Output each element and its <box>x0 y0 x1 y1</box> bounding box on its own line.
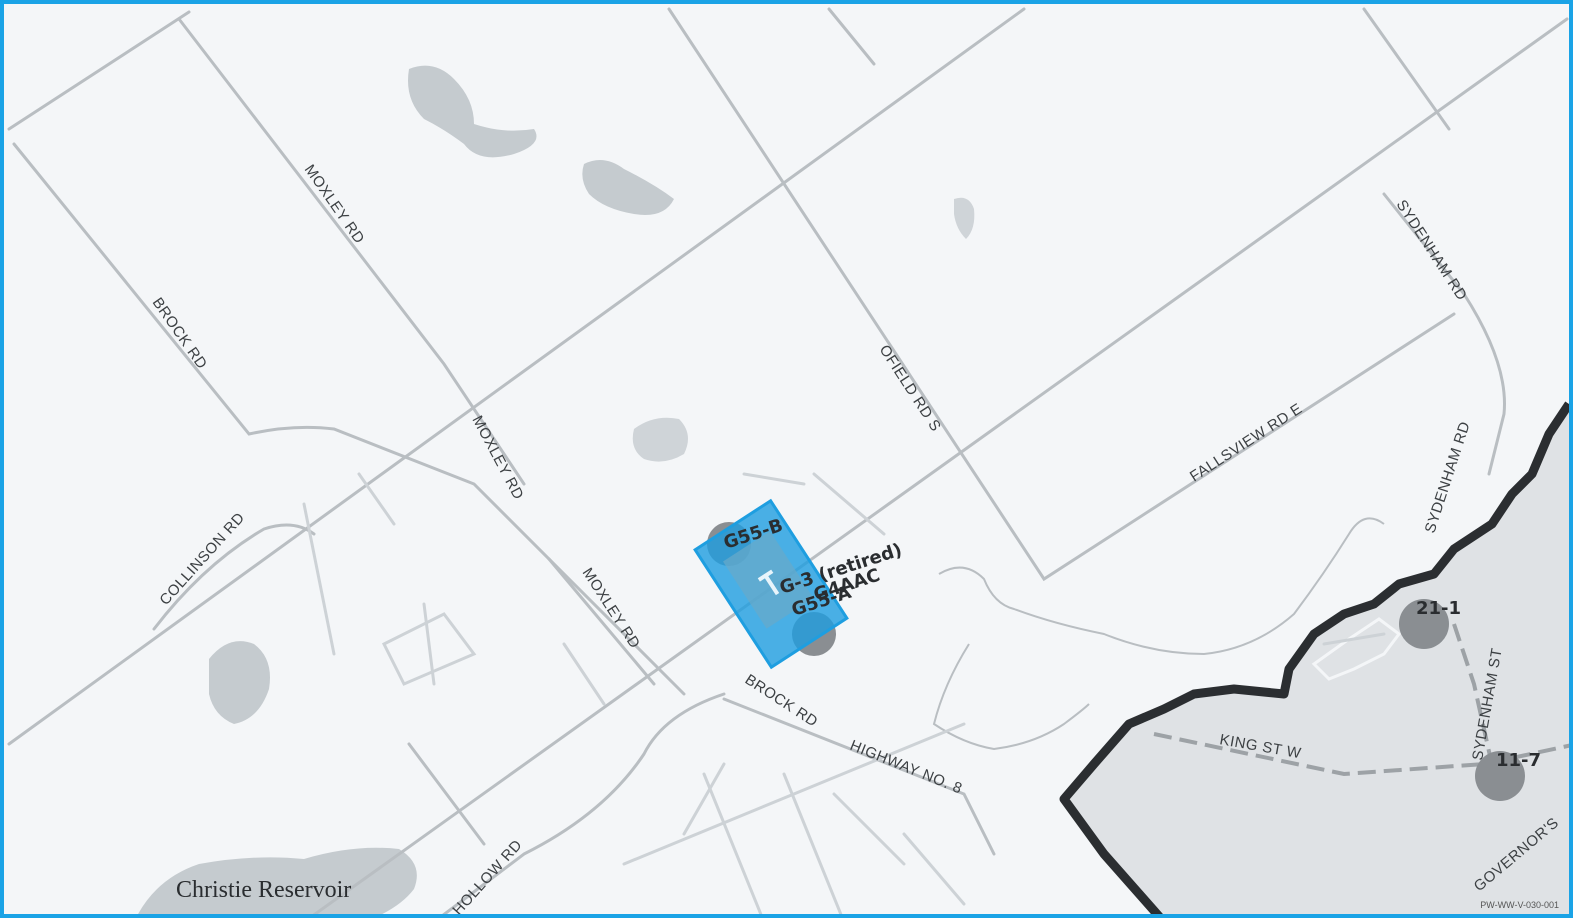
creek-outline-2 <box>932 643 1090 751</box>
road-label-brock-top: BROCK RD <box>149 295 211 373</box>
road-sydenham <box>1362 7 1506 476</box>
marker-label-11-7: 11-7 <box>1496 750 1541 771</box>
minor-street <box>682 762 726 836</box>
minor-street <box>1322 632 1386 646</box>
map-canvas[interactable]: MOXLEY RD BROCK RD MOXLEY RD OFIELD RD S… <box>4 4 1573 918</box>
road-label-sydenham-mid: SYDENHAM RD <box>1422 419 1474 535</box>
road-label-sydenham-top: SYDENHAM RD <box>1393 197 1471 304</box>
pond-small-2 <box>632 417 688 462</box>
urban-boundary-line <box>1059 401 1569 914</box>
road-diagonal-ne-1 <box>7 10 191 131</box>
road-north-short <box>827 7 876 66</box>
road-label-fallsview: FALLSVIEW RD E <box>1187 400 1306 485</box>
urban-area <box>1064 404 1569 914</box>
road-label-highway8: HIGHWAY NO. 8 <box>848 737 965 798</box>
station-marker-21-1[interactable] <box>1399 599 1449 649</box>
road-moxley-lower <box>547 557 656 686</box>
minor-street <box>357 472 396 526</box>
road-sydenham-st <box>1452 623 1496 775</box>
pond-small-1 <box>954 197 975 239</box>
marker-label-21-1: 21-1 <box>1416 598 1461 619</box>
road-ofield <box>667 7 1456 582</box>
map-code: PW-WW-V-030-001 <box>1480 900 1559 910</box>
creek-outline <box>938 517 1385 656</box>
road-diagonal-ne-3 <box>312 17 1569 914</box>
minor-street <box>832 792 906 866</box>
road-moxley-upper <box>177 17 526 486</box>
minor-street <box>381 612 477 686</box>
selection-highlight[interactable] <box>693 498 849 670</box>
minor-street <box>422 602 436 686</box>
road-hollow <box>442 692 726 914</box>
minor-street <box>902 832 966 906</box>
road-label-hollow: HOLLOW RD <box>449 836 525 918</box>
road-highway-8 <box>722 697 996 856</box>
road-label-ofield: OFIELD RD S <box>876 342 945 435</box>
minor-street <box>742 472 806 486</box>
minor-street <box>622 722 966 866</box>
water-label-christie-reservoir: Christie Reservoir <box>176 877 351 903</box>
road-diagonal-ne-2 <box>7 7 1026 746</box>
minor-street <box>562 642 606 706</box>
minor-street <box>782 772 843 914</box>
urban-boundary-inner <box>1311 617 1402 681</box>
station-marker-11-7[interactable] <box>1475 751 1525 801</box>
road-label-collinson: COLLINSON RD <box>156 509 248 608</box>
minor-street <box>702 772 763 914</box>
christie-reservoir <box>138 847 417 914</box>
minor-street <box>302 502 336 656</box>
minor-street <box>812 472 886 536</box>
road-king-st <box>1153 732 1569 777</box>
road-brock-upper <box>12 142 686 696</box>
pond-north-2 <box>582 160 674 215</box>
road-label-moxley-top: MOXLEY RD <box>301 162 368 248</box>
road-sw-short <box>407 742 486 846</box>
road-collinson <box>152 523 316 631</box>
road-label-moxley-low: MOXLEY RD <box>579 565 644 652</box>
pond-west <box>209 641 270 724</box>
pond-north <box>408 65 537 158</box>
